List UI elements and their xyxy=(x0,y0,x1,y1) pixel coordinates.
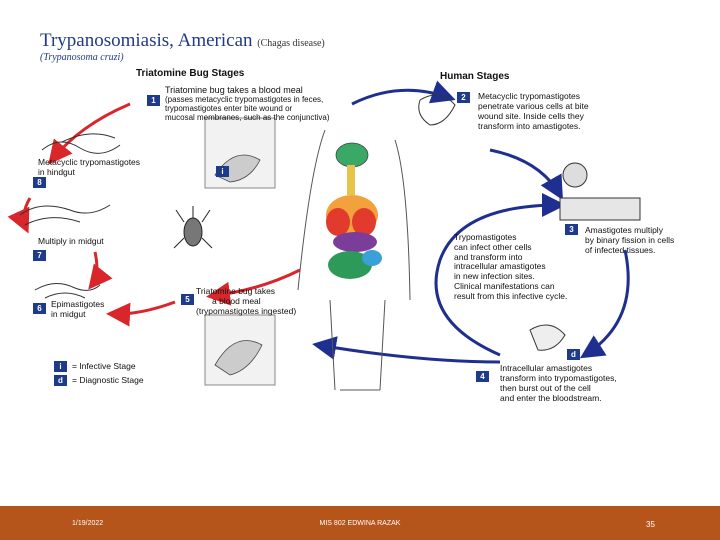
legend-infective-mark: i xyxy=(54,361,67,372)
stage-number-7: 7 xyxy=(33,250,46,261)
footer-date: 1/19/2022 xyxy=(72,520,104,527)
title-note: (Chagas disease) xyxy=(257,38,325,49)
arrow-8-to-7 xyxy=(7,197,32,234)
infected-cell-3 xyxy=(562,162,588,188)
parasites-midgut xyxy=(19,204,111,226)
arrow-4-to-5 xyxy=(312,336,501,364)
arrow-2-to-3 xyxy=(489,148,563,201)
infective-stage-marker: i xyxy=(216,166,229,177)
parasite-illustrations xyxy=(19,94,641,351)
arrow-1-to-8 xyxy=(48,102,131,165)
epimastigotes-midgut xyxy=(34,283,101,299)
parasite-human-4 xyxy=(529,324,566,351)
legend-diagnostic-text: = Diagnostic Stage xyxy=(72,375,144,385)
legend-infective-text: = Infective Stage xyxy=(72,361,136,371)
diagnostic-stage-marker: d xyxy=(567,349,580,360)
arrow-to-5 xyxy=(206,268,301,306)
arrow-1-to-2 xyxy=(351,80,456,106)
footer-page-number: 35 xyxy=(646,520,655,529)
stage-number-3: 3 xyxy=(565,224,578,235)
parasite-human-2 xyxy=(418,94,456,126)
arrow-5-to-6 xyxy=(106,300,176,327)
bug-cycle-arrows xyxy=(7,102,301,327)
infective-cycle-note: Trypomastigotes can infect other cells a… xyxy=(454,232,568,301)
human-figure xyxy=(297,129,411,391)
bug-stages-header: Triatomine Bug Stages xyxy=(136,68,245,79)
footer-bar xyxy=(0,506,720,540)
triatomine-bug-icon xyxy=(173,206,213,249)
infected-tissue-3 xyxy=(559,197,641,221)
metacyclic-parasite-hindgut xyxy=(41,141,121,154)
stage-number-8: 8 xyxy=(33,177,46,188)
stage-2-label: Metacyclic trypomastigotes penetrate var… xyxy=(478,91,589,131)
stage-6-label: Epimastigotes in midgut xyxy=(51,299,105,319)
arrow-7-to-6 xyxy=(88,251,113,290)
stage-number-5: 5 xyxy=(181,294,194,305)
stage-5-label: Triatomine bug takes a blood meal (trypo… xyxy=(196,286,297,316)
human-stages-header: Human Stages xyxy=(440,71,510,82)
stage-number-4: 4 xyxy=(476,371,489,382)
arrow-3-to-4 xyxy=(579,249,630,359)
stage-7-label: Multiply in midgut xyxy=(38,236,104,246)
infective-cycle-arrow xyxy=(434,193,566,357)
stage-1-label: Triatomine bug takes a blood meal (passe… xyxy=(165,85,330,123)
page-title: Trypanosomiasis, American (Chagas diseas… xyxy=(40,30,325,51)
stage-8-label: Metacyclic trypomastigotes in hindgut xyxy=(38,157,141,177)
stage-number-1: 1 xyxy=(147,95,160,106)
stage-number-2: 2 xyxy=(457,92,470,103)
footer-author: MIS 802 EDWINA RAZAK xyxy=(319,520,401,527)
legend-diagnostic-mark: d xyxy=(54,375,67,386)
stage-3-label: Amastigotes multiply by binary fission i… xyxy=(585,225,675,255)
human-cycle-arrows xyxy=(312,80,630,364)
stage-4-label: Intracellular amastigotes transform into… xyxy=(500,363,617,403)
page-subtitle: (Trypanosoma cruzi) xyxy=(40,52,124,63)
stage-number-6: 6 xyxy=(33,303,46,314)
